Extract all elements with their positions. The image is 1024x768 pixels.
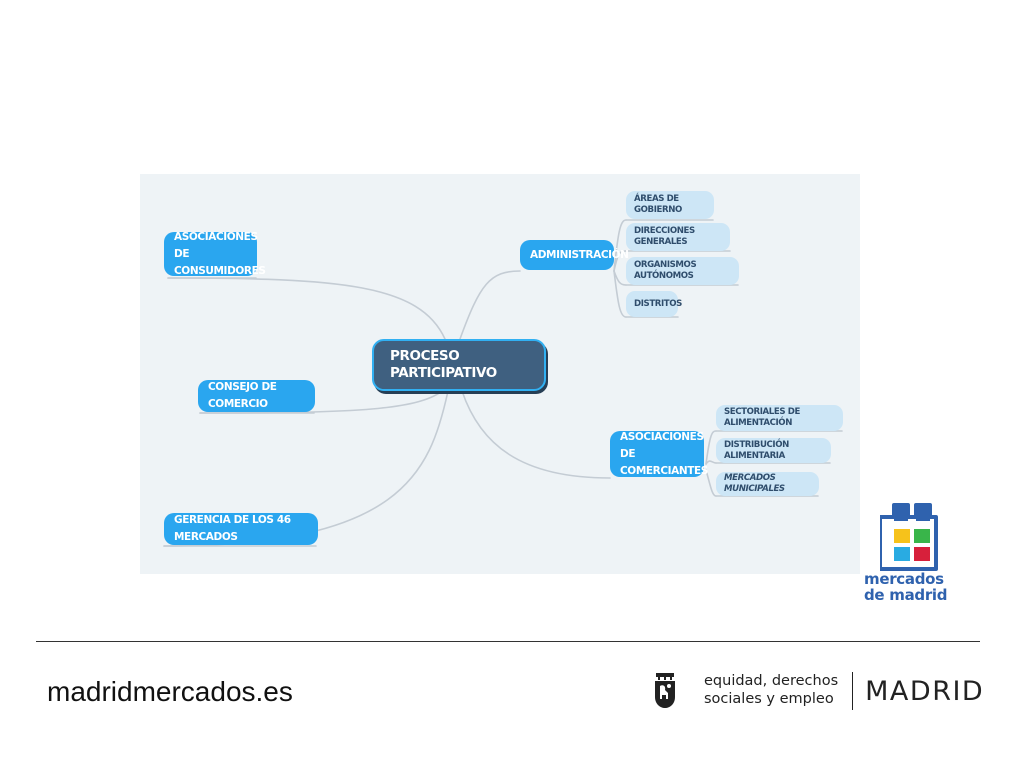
node-asociaciones-consumidores: ASOCIACIONES DE CONSUMIDORES xyxy=(164,231,266,277)
node-label: ADMINISTRACIÓN xyxy=(530,248,629,261)
connector-distribucion xyxy=(705,460,717,465)
node-label: ÁREAS DE GOBIERNO xyxy=(634,194,682,215)
madrid-coat-of-arms-icon xyxy=(655,673,675,708)
logo-text-line1: mercados xyxy=(864,570,944,588)
logo-text-line2: de madrid xyxy=(864,586,948,604)
node-consejo-comercio: CONSEJO DE COMERCIO xyxy=(198,380,315,412)
footer-divider xyxy=(36,641,980,642)
node-label-line: CONSUMIDORES xyxy=(174,264,266,277)
node-asociaciones-comerciantes: ASOCIACIONES DE COMERCIANTES xyxy=(610,431,708,477)
connector-direcciones xyxy=(613,250,627,272)
node-administracion: ADMINISTRACIÓN xyxy=(520,240,629,270)
connector-areas xyxy=(613,219,627,272)
site-url: madridmercados.es xyxy=(47,676,293,707)
node-distritos: DISTRITOS xyxy=(626,291,682,317)
node-mercados-municipales: MERCADOS MUNICIPALES xyxy=(716,472,819,496)
mind-map-diagram: PROCESO PARTICIPATIVO ASOCIACIONES DE CO… xyxy=(140,174,860,574)
node-label: ORGANISMOS AUTÓNOMOS xyxy=(634,260,697,281)
ayuntamiento-madrid-logo: equidad, derechos sociales y empleo MADR… xyxy=(654,671,984,711)
connector-administracion xyxy=(459,270,521,340)
connector-lines xyxy=(163,219,843,547)
connector-consumidores xyxy=(167,277,446,340)
node-label: DISTRIBUCIÓN ALIMENTARIA xyxy=(724,439,789,461)
shopping-bag-icon xyxy=(880,503,938,571)
node-areas-gobierno: ÁREAS DE GOBIERNO xyxy=(626,191,714,219)
node-gerencia-mercados: GERENCIA DE LOS 46 MERCADOS xyxy=(164,513,318,545)
node-label-line: COMERCIANTES xyxy=(620,464,708,477)
node-label: DIRECCIONES GENERALES xyxy=(634,226,695,247)
connector-sectoriales xyxy=(705,430,717,465)
department-line2: sociales y empleo xyxy=(704,691,834,707)
central-node: PROCESO PARTICIPATIVO xyxy=(372,339,546,391)
node-direcciones-generales: DIRECCIONES GENERALES xyxy=(626,223,730,251)
node-label: CONSEJO DE COMERCIO xyxy=(208,381,277,410)
node-label: GERENCIA DE LOS 46 MERCADOS xyxy=(174,514,291,543)
department-line1: equidad, derechos xyxy=(704,673,839,689)
central-node-label: PROCESO PARTICIPATIVO xyxy=(390,348,497,381)
node-label: DISTRITOS xyxy=(634,298,682,309)
connector-comerciantes xyxy=(461,390,611,479)
node-label: MERCADOS MUNICIPALES xyxy=(724,473,785,494)
department-name: equidad, derechos sociales y empleo xyxy=(690,672,854,710)
node-label-line: ASOCIACIONES DE xyxy=(174,230,258,260)
connector-mercados-municipales xyxy=(705,469,717,497)
node-label: SECTORIALES DE ALIMENTACIÓN xyxy=(724,407,800,428)
mercados-de-madrid-logo: mercados de madrid xyxy=(864,503,964,603)
node-organismos-autonomos: ORGANISMOS AUTÓNOMOS xyxy=(626,257,739,285)
node-distribucion-alimentaria: DISTRIBUCIÓN ALIMENTARIA xyxy=(716,438,831,463)
node-label-line: ASOCIACIONES DE xyxy=(620,430,704,460)
node-sectoriales-alimentacion: SECTORIALES DE ALIMENTACIÓN xyxy=(716,405,843,431)
connector-distritos xyxy=(613,270,627,318)
city-name: MADRID xyxy=(865,675,985,707)
